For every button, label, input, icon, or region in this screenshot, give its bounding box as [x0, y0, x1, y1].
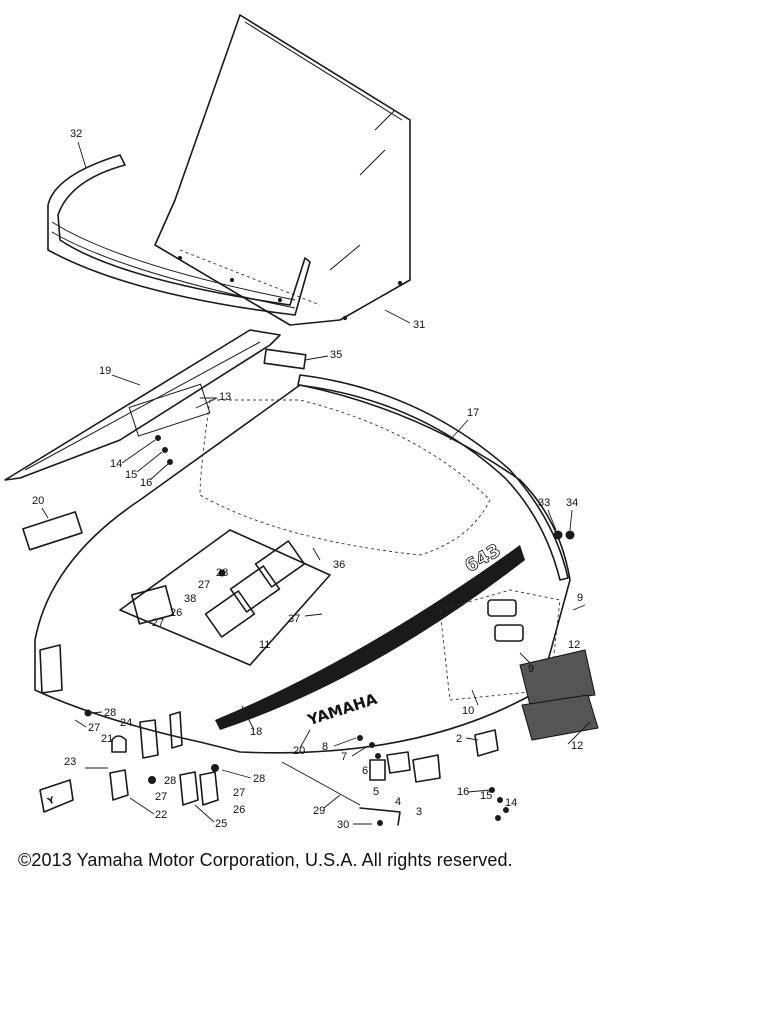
- callout-label: 28: [216, 567, 228, 579]
- callout-label: 27: [88, 722, 100, 734]
- callout-label: 25: [215, 818, 227, 830]
- callout-label: 19: [99, 365, 111, 377]
- callout-label: 27: [155, 791, 167, 803]
- callout-label: 10: [462, 705, 474, 717]
- callout-label: 30: [337, 819, 349, 831]
- callout-label: 3: [416, 806, 422, 818]
- callout-label: 4: [395, 796, 401, 808]
- callout-label: 27: [198, 579, 210, 591]
- callout-label: 9: [528, 663, 534, 675]
- parts-diagram: YAMAHA 6 4 3: [4, 14, 599, 831]
- callout-label: 18: [250, 726, 262, 738]
- callout-label: 15: [480, 790, 492, 802]
- hood-body: [34, 374, 571, 754]
- callout-label: 8: [322, 741, 328, 753]
- callout-label: 20: [293, 745, 305, 757]
- callout-label: 31: [413, 319, 425, 331]
- callout-label: 24: [120, 717, 132, 729]
- callout-label: 38: [184, 593, 196, 605]
- callout-label: 15: [125, 469, 137, 481]
- callout-label: 16: [140, 477, 152, 489]
- windshield: [154, 14, 411, 326]
- callout-label: 29: [313, 805, 325, 817]
- callout-label: 14: [110, 458, 122, 470]
- id-plate-mark: Y: [46, 796, 57, 808]
- callout-label: 20: [32, 495, 44, 507]
- pad-35: [263, 348, 307, 370]
- callout-label: 33: [538, 497, 550, 509]
- callout-label: 11: [259, 639, 270, 651]
- copyright-notice: ©2013 Yamaha Motor Corporation, U.S.A. A…: [18, 850, 513, 870]
- upper-side-panel: [4, 329, 281, 481]
- callout-label: 36: [333, 559, 345, 571]
- callout-label: 21: [101, 733, 113, 745]
- callout-label: 37: [288, 613, 300, 625]
- decal-20: [22, 511, 83, 551]
- callout-label: 17: [467, 407, 479, 419]
- callout-label: 14: [505, 797, 517, 809]
- callout-label: 32: [70, 128, 82, 140]
- callout-label: 13: [219, 391, 231, 403]
- windshield-trim: [47, 154, 311, 316]
- callout-label: 27: [152, 617, 164, 629]
- callout-label: 6: [362, 765, 368, 777]
- callout-label: 2: [456, 733, 462, 745]
- hood-lettering: YAMAHA: [305, 690, 380, 730]
- callout-label: 27: [233, 787, 245, 799]
- callout-label: 28: [253, 773, 265, 785]
- callout-label: 34: [566, 497, 578, 509]
- callout-label: 23: [64, 756, 76, 768]
- callout-label: 12: [568, 639, 580, 651]
- callout-label: 22: [155, 809, 167, 821]
- callout-label: 28: [104, 707, 116, 719]
- callout-label: 12: [571, 740, 583, 752]
- callout-label: 16: [457, 786, 469, 798]
- callout-labels: 32 31 35 19 13 17 14 15 16 20 33 34 28 2…: [32, 128, 591, 831]
- callout-label: 7: [341, 751, 347, 763]
- hardware: [39, 435, 586, 826]
- callout-label: 26: [170, 607, 182, 619]
- callout-label: 5: [373, 786, 379, 798]
- callout-label: 35: [330, 349, 342, 361]
- side-pads-12: [519, 649, 599, 741]
- callout-label: 9: [577, 592, 583, 604]
- callout-label: 28: [164, 775, 176, 787]
- callout-label: 26: [233, 804, 245, 816]
